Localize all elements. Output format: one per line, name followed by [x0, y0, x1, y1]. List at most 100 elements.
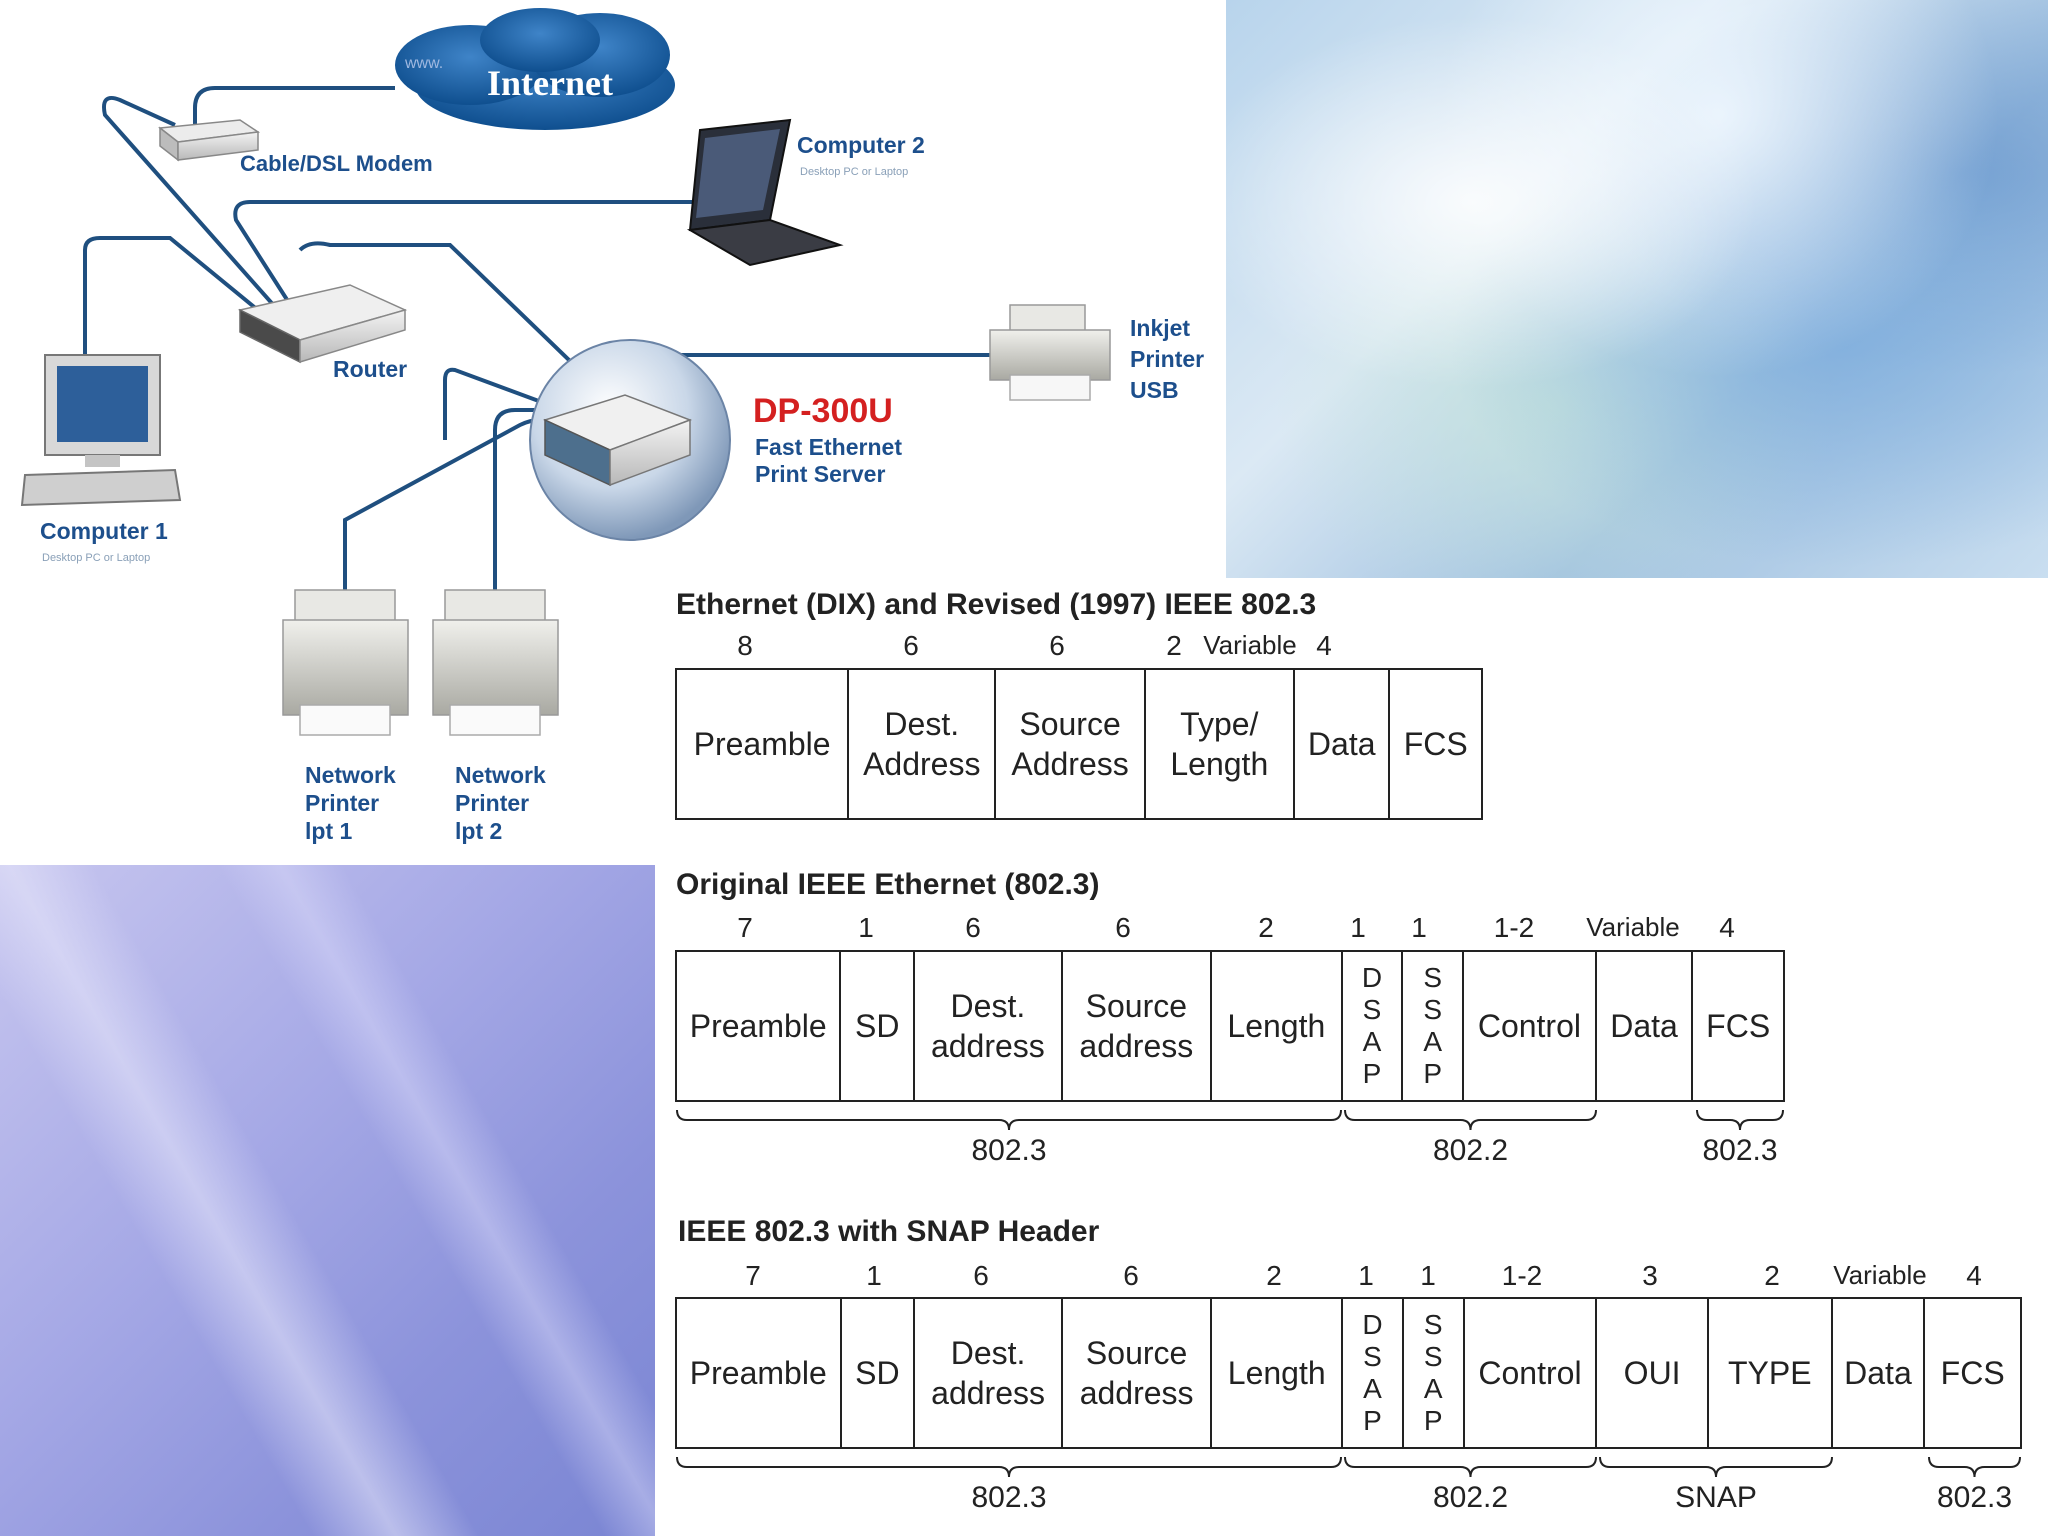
frame-field: SSAP — [1403, 952, 1464, 1100]
field-letter: A — [1423, 1026, 1442, 1058]
print-server-line2: Print Server — [755, 461, 885, 488]
field-name: SD — [855, 1006, 899, 1046]
field-letter: A — [1363, 1373, 1382, 1405]
field-letter: D — [1362, 962, 1382, 994]
field-name: FCS — [1404, 724, 1468, 764]
print-server-model: DP-300U — [753, 392, 893, 431]
field-letter: D — [1362, 1309, 1382, 1341]
frame-title: IEEE 802.3 with SNAP Header — [678, 1215, 1099, 1249]
brace-marker — [1343, 1457, 1598, 1481]
inkjet-label-line3: USB — [1130, 377, 1179, 404]
frame-field: SD — [842, 1299, 916, 1447]
field-letter: S — [1363, 994, 1382, 1026]
frame-field: OUI — [1597, 1299, 1709, 1447]
field-name: Preamble — [690, 1006, 827, 1046]
frame-field: DSAP — [1343, 1299, 1404, 1447]
computer1-label: Computer 1 — [40, 518, 168, 545]
field-name-line: TYPE — [1728, 1353, 1812, 1393]
internet-label: Internet — [487, 62, 613, 104]
field-name-line: Data — [1844, 1353, 1912, 1393]
field-name-line: Type/ — [1170, 704, 1268, 744]
printer2-label-line3: lpt 2 — [455, 818, 502, 845]
desktop-computer-icon — [22, 355, 180, 505]
frame-field: SD — [841, 952, 915, 1100]
field-name: OUI — [1624, 1353, 1681, 1393]
field-size-label: 6 — [901, 1260, 1061, 1292]
field-name: FCS — [1706, 1006, 1770, 1046]
field-letter: P — [1423, 1058, 1442, 1090]
field-size-label: 6 — [1051, 1260, 1211, 1292]
frame-field: Type/Length — [1146, 670, 1295, 818]
field-name-line: Source — [1079, 986, 1193, 1026]
frame-field: FCS — [1693, 952, 1783, 1100]
field-name: Preamble — [690, 1353, 827, 1393]
field-name-line: Data — [1610, 1006, 1678, 1046]
frame-field: Control — [1464, 952, 1597, 1100]
field-name-line: Address — [1011, 744, 1128, 784]
field-name-line: address — [1079, 1026, 1193, 1066]
frame-field: Dest.address — [915, 952, 1062, 1100]
field-name: Length — [1228, 1353, 1326, 1393]
field-name: Type/Length — [1170, 704, 1268, 784]
background-photo-bottom-left — [0, 865, 655, 1536]
field-name-line: Preamble — [694, 724, 831, 764]
field-name-line: Control — [1478, 1353, 1581, 1393]
field-size-label: 4 — [1647, 912, 1807, 944]
printer1-label-line2: Printer — [305, 790, 379, 817]
field-letter: S — [1424, 1309, 1443, 1341]
field-name-line: Source — [1080, 1333, 1194, 1373]
frame-field: Preamble — [677, 670, 849, 818]
field-letter: P — [1363, 1058, 1382, 1090]
print-server-icon — [530, 340, 730, 540]
brace-marker — [1598, 1457, 1834, 1481]
field-letter: P — [1363, 1405, 1382, 1437]
frame-field: TYPE — [1709, 1299, 1833, 1447]
brace-label: 802.2 — [1391, 1134, 1551, 1168]
field-name-line: FCS — [1706, 1006, 1770, 1046]
background-photo-top-right — [1226, 0, 2048, 578]
network-cables — [85, 88, 1000, 590]
field-size-label: 6 — [831, 630, 991, 662]
field-name: Preamble — [694, 724, 831, 764]
network-printer-1-icon — [283, 590, 408, 735]
field-name-line: FCS — [1404, 724, 1468, 764]
field-name-line: Control — [1478, 1006, 1581, 1046]
field-name-line: Dest. — [863, 704, 980, 744]
frame-field: Length — [1212, 1299, 1343, 1447]
field-letter: P — [1424, 1405, 1443, 1437]
frame-field: Length — [1212, 952, 1343, 1100]
field-size-label: 6 — [893, 912, 1053, 944]
frame-field: Preamble — [677, 952, 841, 1100]
field-name: Dest.address — [931, 1333, 1045, 1413]
frame-field: Data — [1597, 952, 1694, 1100]
field-name: Dest.address — [931, 986, 1045, 1066]
frame-field: Data — [1295, 670, 1391, 818]
field-name-line: Dest. — [931, 1333, 1045, 1373]
field-size-label: 6 — [1043, 912, 1203, 944]
brace-label: SNAP — [1636, 1481, 1796, 1515]
field-letter: S — [1424, 1341, 1443, 1373]
field-letter: S — [1423, 994, 1442, 1026]
field-letter: A — [1424, 1373, 1443, 1405]
field-name: TYPE — [1728, 1353, 1812, 1393]
field-size-label: 8 — [665, 630, 825, 662]
brace-label: 802.2 — [1391, 1481, 1551, 1515]
brace-marker — [675, 1110, 1343, 1134]
field-name: Control — [1478, 1006, 1581, 1046]
frame-field: FCS — [1925, 1299, 2020, 1447]
print-server-line1: Fast Ethernet — [755, 434, 902, 461]
inkjet-label-line2: Printer — [1130, 346, 1204, 373]
computer2-label: Computer 2 — [797, 132, 925, 159]
field-name: FCS — [1941, 1353, 2005, 1393]
frame-field: FCS — [1390, 670, 1481, 818]
network-printer-2-icon — [433, 590, 558, 735]
inkjet-printer-icon — [990, 305, 1110, 400]
field-letter: S — [1423, 962, 1442, 994]
field-letter: S — [1363, 1341, 1382, 1373]
field-name-line: Dest. — [931, 986, 1045, 1026]
brace-label: 802.3 — [929, 1481, 1089, 1515]
